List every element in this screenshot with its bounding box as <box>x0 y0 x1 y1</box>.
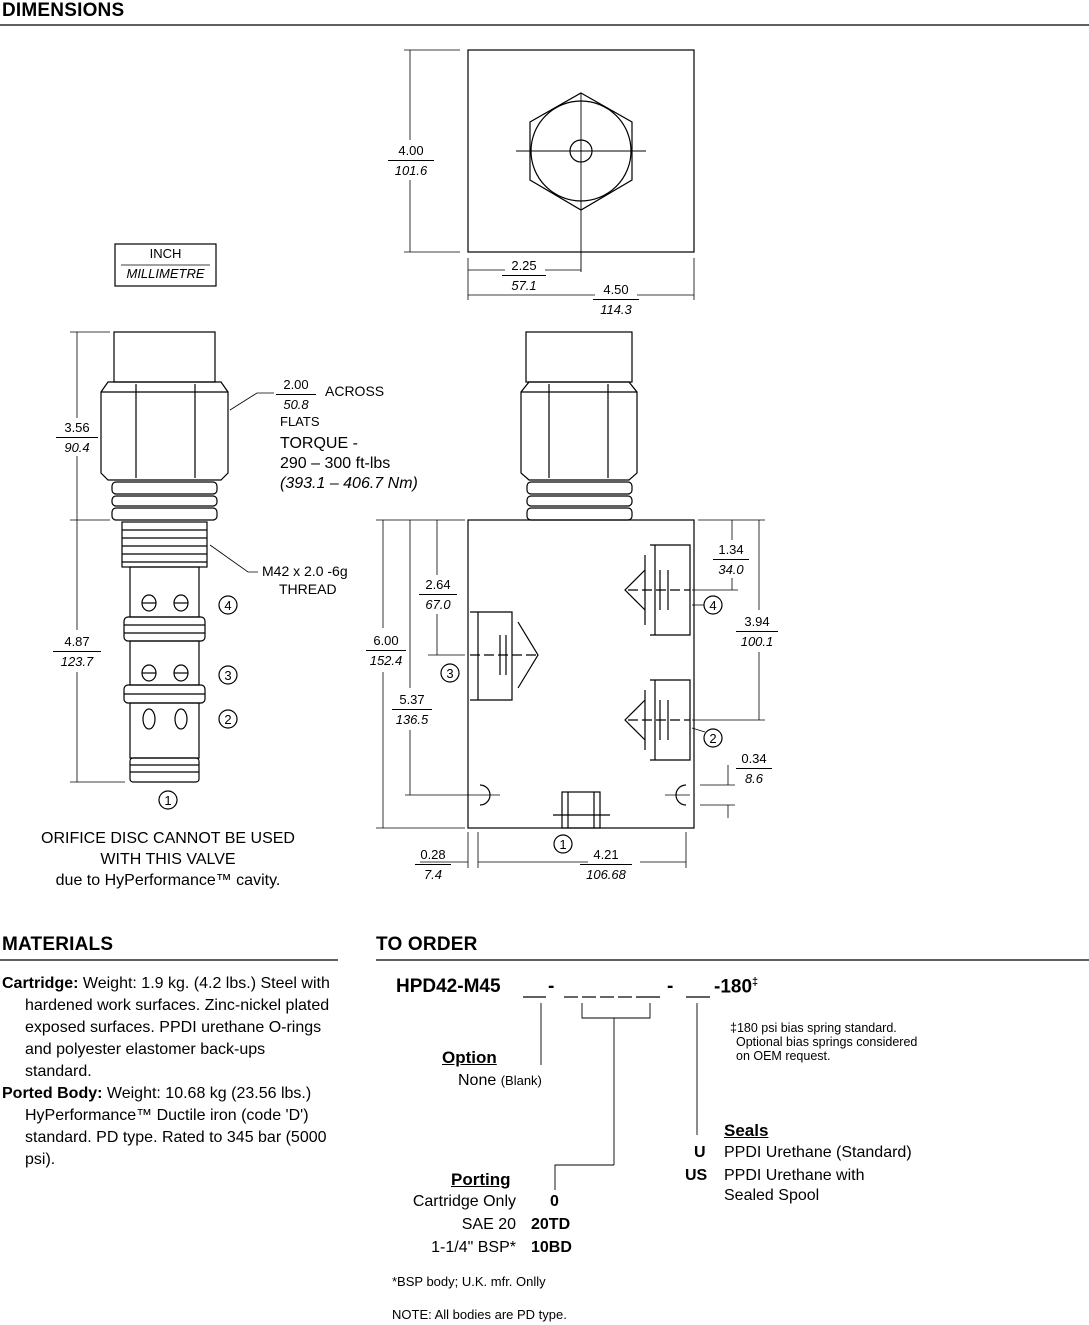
materials-section: Cartridge: Weight: 1.9 kg. (4.2 lbs.) St… <box>2 973 332 1171</box>
port-label: 3 <box>446 666 453 681</box>
unit-legend-inch: INCH <box>149 246 182 261</box>
spring-note: ‡180 psi bias spring standard. Optional … <box>730 1021 918 1063</box>
seal-desc-us: PPDI Urethane with <box>724 1167 865 1184</box>
order-model-code: HPD42-M45 <box>396 976 501 997</box>
unit-legend-mm: MILLIMETRE <box>126 266 205 281</box>
port-label: 2 <box>224 712 231 727</box>
materials-body: Ported Body: Weight: 10.68 kg (23.56 lbs… <box>2 1085 327 1168</box>
seals-title: Seals <box>724 1121 769 1140</box>
flats-label: FLATS <box>280 414 320 429</box>
materials-cartridge: Cartridge: Weight: 1.9 kg. (4.2 lbs.) St… <box>2 975 330 1080</box>
porting-code: 20TD <box>531 1216 571 1233</box>
materials-heading: MATERIALS <box>2 934 114 955</box>
torque-nm: (393.1 – 406.7 Nm) <box>280 475 418 492</box>
option-title: Option <box>442 1048 497 1067</box>
orifice-note: ORIFICE DISC CANNOT BE USED WITH THIS VA… <box>41 830 295 889</box>
thread-label: THREAD <box>279 581 337 597</box>
port-label: 4 <box>709 598 716 613</box>
porting-title: Porting <box>451 1170 511 1189</box>
seal-code-us: US <box>685 1167 708 1184</box>
across-label: ACROSS <box>325 383 385 399</box>
dimensions-heading: DIMENSIONS <box>2 0 125 21</box>
port-label: 1 <box>164 793 171 808</box>
seal-desc-us-2: Sealed Spool <box>724 1187 820 1204</box>
thread-spec: M42 x 2.0 -6g <box>262 563 348 579</box>
bsp-note: *BSP body; U.K. mfr. Onlly <box>392 1274 546 1289</box>
to-order-heading: TO ORDER <box>376 934 478 955</box>
port-label: 1 <box>559 837 566 852</box>
torque-ftlbs: 290 – 300 ft-lbs <box>280 455 391 472</box>
porting-desc: 1-1/4" BSP* <box>431 1239 516 1256</box>
port-label: 3 <box>224 668 231 683</box>
port-label: 4 <box>224 598 231 613</box>
seal-code-u: U <box>694 1144 706 1161</box>
pd-note: NOTE: All bodies are PD type. <box>392 1307 567 1322</box>
order-suffix: -180‡ <box>714 976 759 998</box>
porting-code: 0 <box>550 1193 559 1210</box>
option-none: None (Blank) <box>458 1072 542 1089</box>
seal-desc-u: PPDI Urethane (Standard) <box>724 1144 912 1161</box>
porting-desc: Cartridge Only <box>412 1193 516 1210</box>
porting-desc: SAE 20 <box>461 1216 516 1233</box>
port-label: 2 <box>709 731 716 746</box>
torque-label: TORQUE - <box>280 435 358 452</box>
porting-code: 10BD <box>531 1239 572 1256</box>
